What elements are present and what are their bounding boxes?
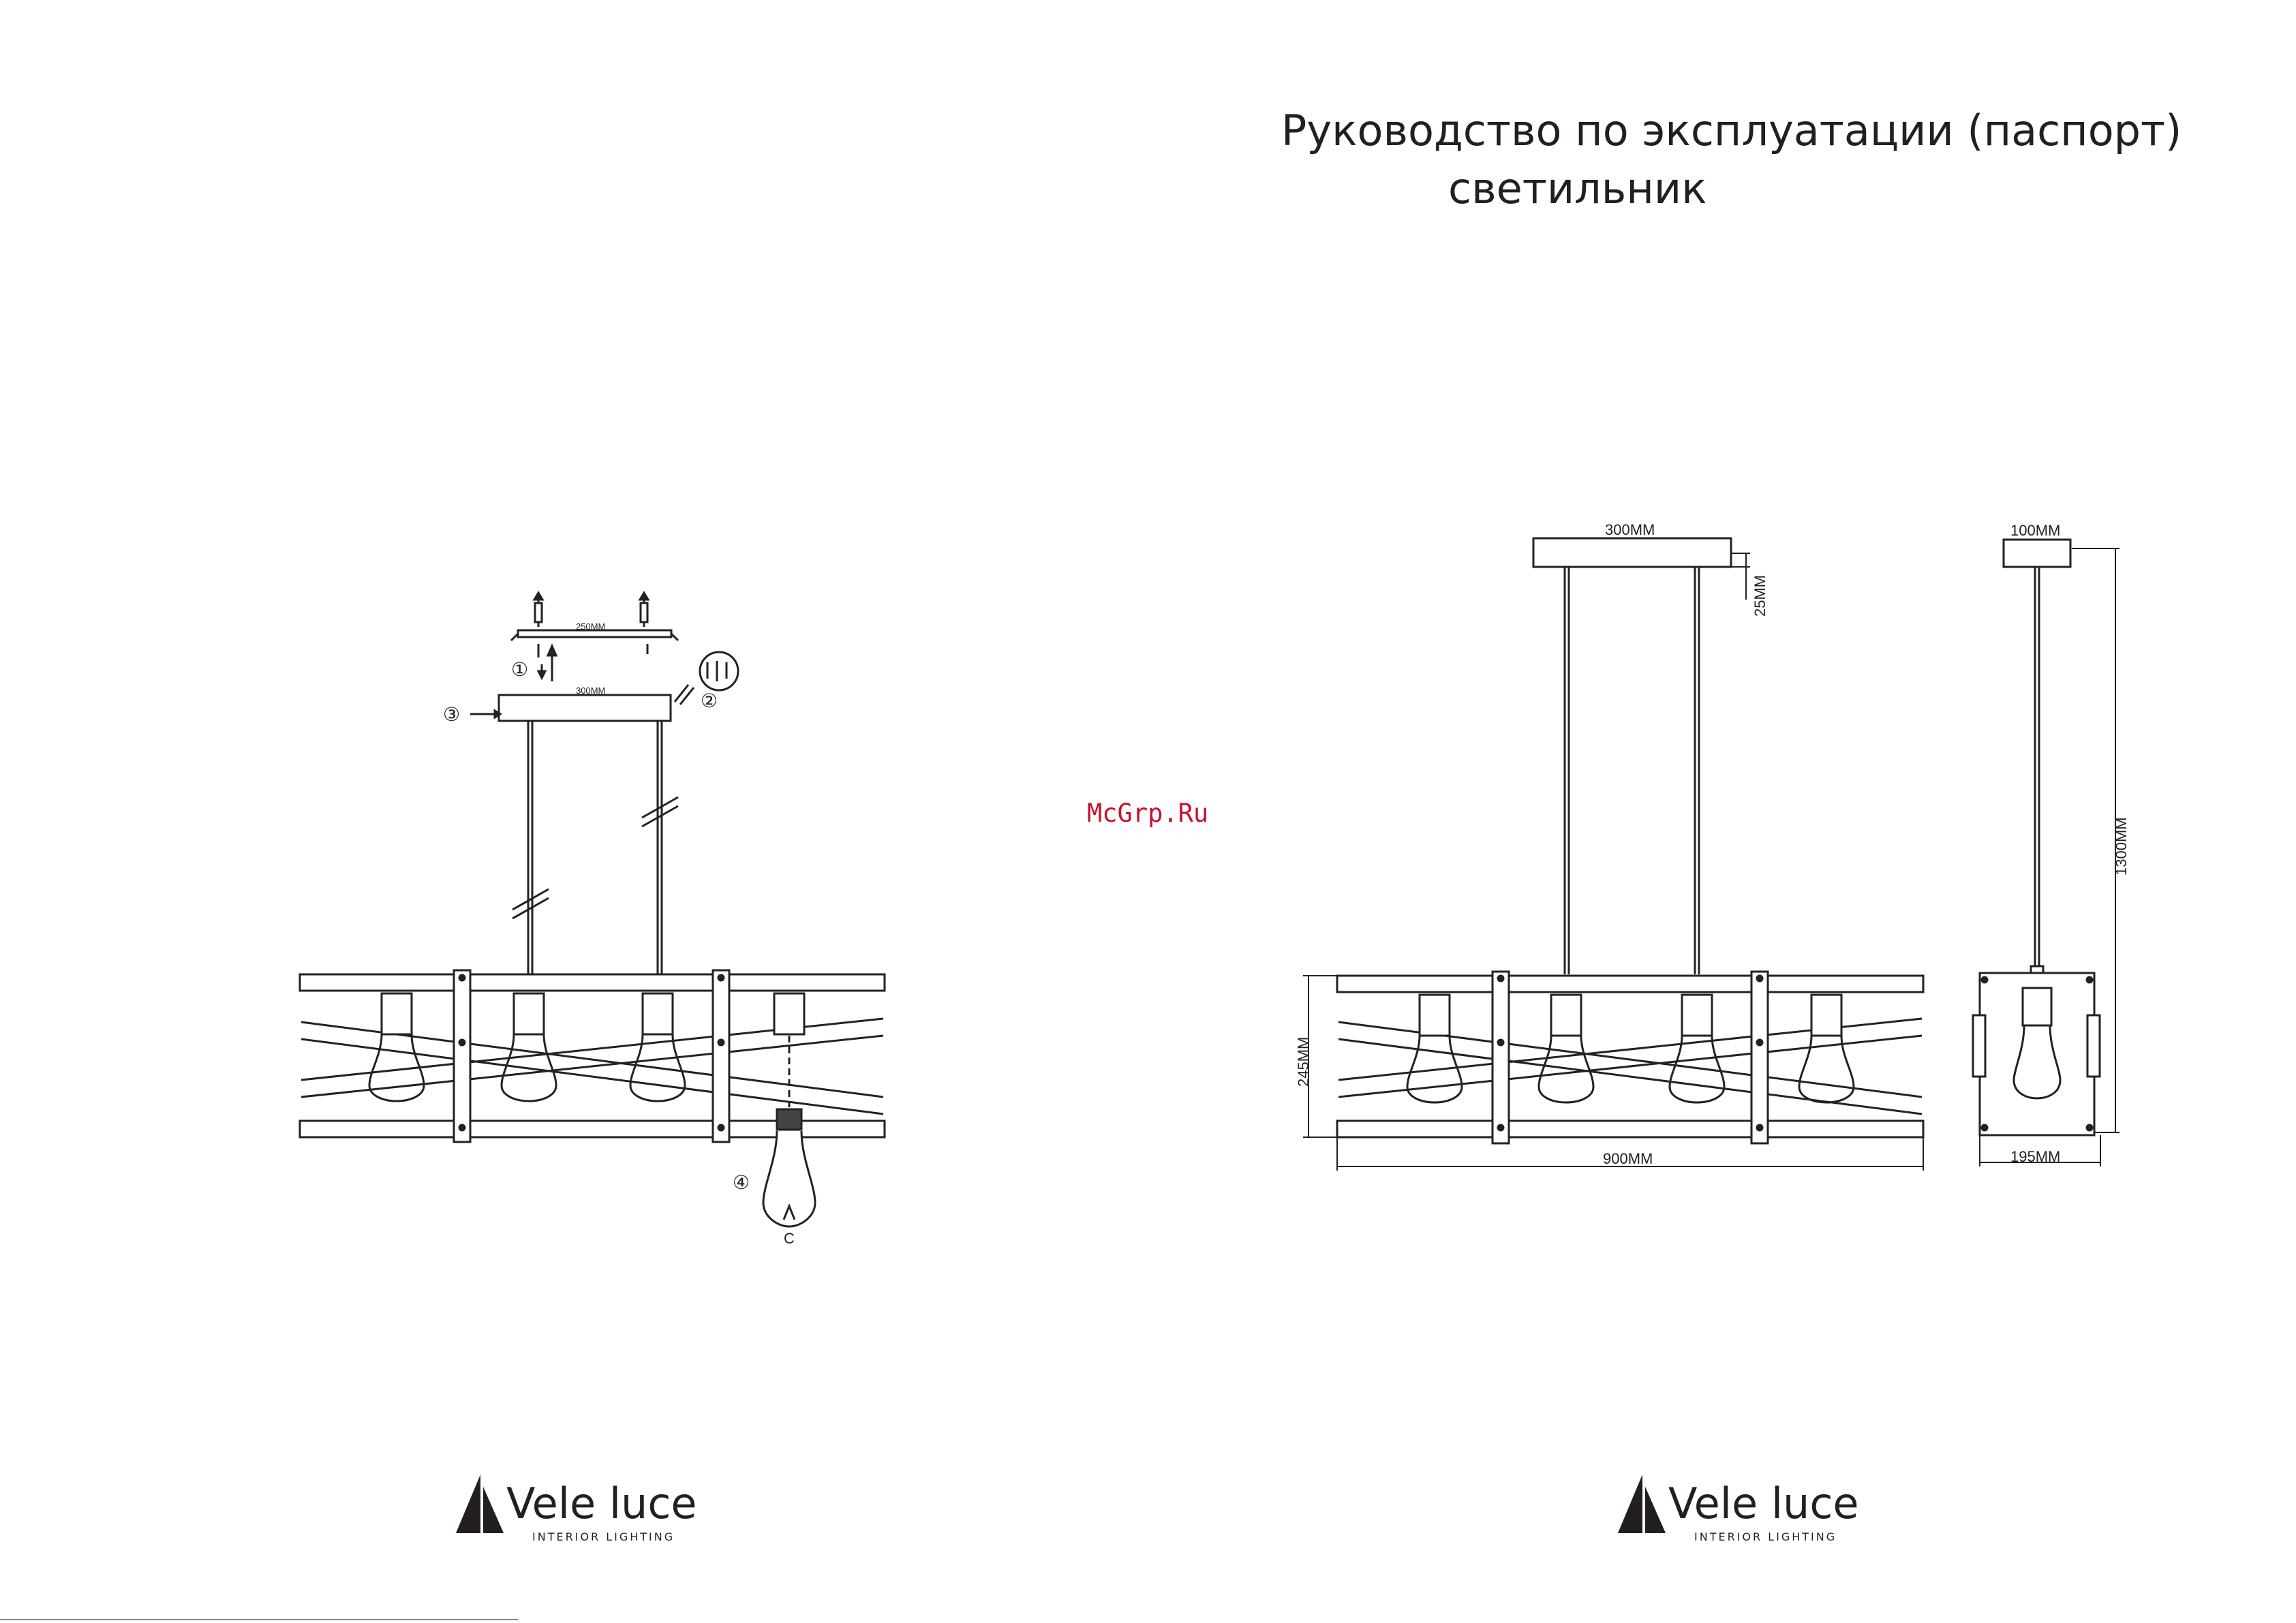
dim-front-body-height: 245MM: [1295, 1037, 1312, 1087]
step-3: ③: [443, 704, 460, 725]
sail-logo-icon: [453, 1473, 508, 1541]
assembly-diagram: 250MM ① 300MM ③ ②: [300, 593, 885, 1247]
svg-text:C: C: [784, 1230, 795, 1247]
canopy-side: [2004, 540, 2070, 567]
side-view: [1973, 540, 2119, 1166]
step-2: ②: [701, 690, 718, 711]
step-1: ①: [511, 659, 528, 680]
dim-side-canopy-width: 100MM: [2010, 522, 2060, 539]
brand-tagline: INTERIOR LIGHTING: [532, 1530, 675, 1543]
front-view: [1303, 538, 1923, 1171]
sail-logo-icon: [1615, 1473, 1670, 1541]
brand-logo-right: Vele luce INTERIOR LIGHTING: [1615, 1473, 1874, 1555]
step-4: ④: [733, 1172, 750, 1193]
dim-bracket: 250MM: [576, 621, 605, 632]
dim-side-total-height: 1300MM: [2113, 817, 2130, 876]
brand-tagline: INTERIOR LIGHTING: [1694, 1530, 1837, 1543]
dim-front-canopy-width: 300MM: [1605, 521, 1655, 538]
dim-canopy: 300MM: [576, 685, 605, 696]
dim-front-body-width: 900MM: [1603, 1150, 1653, 1167]
canopy-front: [1533, 538, 1731, 567]
dim-front-canopy-height: 25MM: [1751, 575, 1769, 617]
footer-divider: [0, 1619, 518, 1620]
brand-name: Vele luce: [1668, 1479, 1859, 1528]
dim-side-body-depth: 195MM: [2010, 1148, 2060, 1165]
canopy: [499, 695, 671, 721]
brand-name: Vele luce: [506, 1479, 697, 1528]
brand-logo-left: Vele luce INTERIOR LIGHTING: [453, 1473, 712, 1555]
